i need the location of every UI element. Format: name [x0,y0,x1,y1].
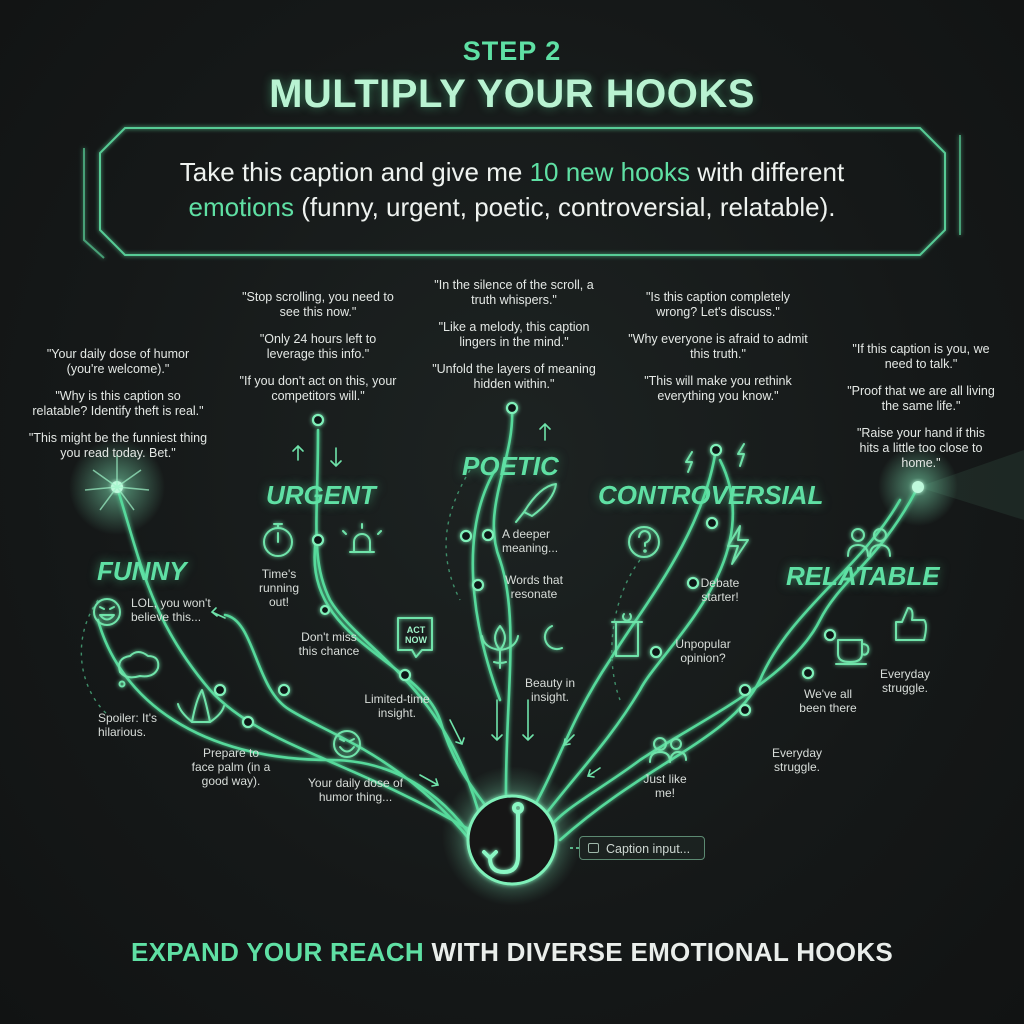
act-now-badge-label: ACT NOW [405,625,427,645]
relatable-hooks: "If this caption is you, we need to talk… [846,342,996,483]
controversial-hook-1: "Is this caption completely wrong? Let's… [645,290,791,319]
poetic-hooks: "In the silence of the scroll, a truth w… [424,278,604,404]
funny-node-3: Prepare to face palm (in a good way). [191,746,271,788]
urgent-hook-2: "Only 24 hours left to leverage this inf… [259,332,377,361]
footer-highlight: EXPAND YOUR REACH [130,937,425,967]
poetic-hook-3: "Unfold the layers of meaning hidden wit… [432,362,596,391]
funny-node-4: Your daily dose of humor thing... [308,776,403,804]
relatable-node-4: Just like me! [643,772,687,800]
funny-hook-3: "This might be the funniest thing you re… [28,431,208,460]
relatable-hook-1: "If this caption is you, we need to talk… [852,342,990,371]
relatable-hook-3: "Raise your hand if this hits a little t… [856,426,986,470]
category-urgent: URGENT [266,480,376,510]
footer-tagline: EXPAND YOUR REACH WITH DIVERSE EMOTIONAL… [0,937,1024,968]
poetic-node-1: A deeper meaning... [502,527,559,555]
funny-node-1: LOL, you won't believe this... [131,596,211,624]
controversial-node-2: Unpopular opinion? [675,637,731,665]
prompt-highlight-count: 10 new hooks [529,157,691,187]
urgent-hook-3: "If you don't act on this, your competit… [239,374,397,403]
poetic-node-3: Beauty in insight. [524,676,576,704]
category-poetic: POETIC [462,451,559,481]
urgent-hooks: "Stop scrolling, you need to see this no… [236,290,400,416]
prompt-part2: with different [690,157,845,187]
urgent-hook-1: "Stop scrolling, you need to see this no… [242,290,394,319]
relatable-hook-2: "Proof that we are all living the same l… [847,384,995,413]
poetic-hook-2: "Like a melody, this caption lingers in … [438,320,590,349]
footer-rest: WITH DIVERSE EMOTIONAL HOOKS [424,937,894,967]
funny-hook-2: "Why is this caption so relatable? Ident… [32,389,204,418]
prompt-highlight-emotions: emotions [188,192,295,222]
controversial-hooks: "Is this caption completely wrong? Let's… [628,290,808,416]
poetic-node-2: Words that resonate [505,573,563,601]
relatable-node-2: We've all been there [799,687,857,715]
funny-node-2: Spoiler: It's hilarious. [98,711,157,739]
urgent-node-2: Don't miss this chance [298,630,360,658]
poetic-hook-1: "In the silence of the scroll, a truth w… [434,278,594,307]
controversial-hook-3: "This will make you rethink everything y… [644,374,792,403]
funny-hook-1: "Your daily dose of humor (you're welcom… [46,347,190,376]
prompt-frame [83,127,961,259]
controversial-hook-2: "Why everyone is afraid to admit this tr… [628,332,808,361]
image-icon [588,843,599,853]
category-controversial: CONTROVERSIAL [598,480,824,510]
prompt-part3: (funny, urgent, poetic, controversial, r… [294,192,836,222]
category-relatable: RELATABLE [786,561,940,591]
prompt-text: Take this caption and give me 10 new hoo… [0,155,1024,225]
relatable-node-1: Everyday struggle. [879,667,931,695]
step-label: STEP 2 [462,36,562,66]
caption-input-chip: Caption input... [579,836,705,860]
prompt-part1: Take this caption and give me [179,157,530,187]
urgent-node-1: Time's running out! [258,567,300,609]
controversial-node-1: Debate starter! [700,576,740,604]
page-title: MULTIPLY YOUR HOOKS [269,72,755,116]
funny-hooks: "Your daily dose of humor (you're welcom… [28,347,208,473]
category-funny: FUNNY [97,556,187,586]
caption-input-label: Caption input... [606,842,691,856]
urgent-node-3: Limited-time insight. [364,692,430,720]
relatable-node-3: Everyday struggle. [771,746,823,774]
